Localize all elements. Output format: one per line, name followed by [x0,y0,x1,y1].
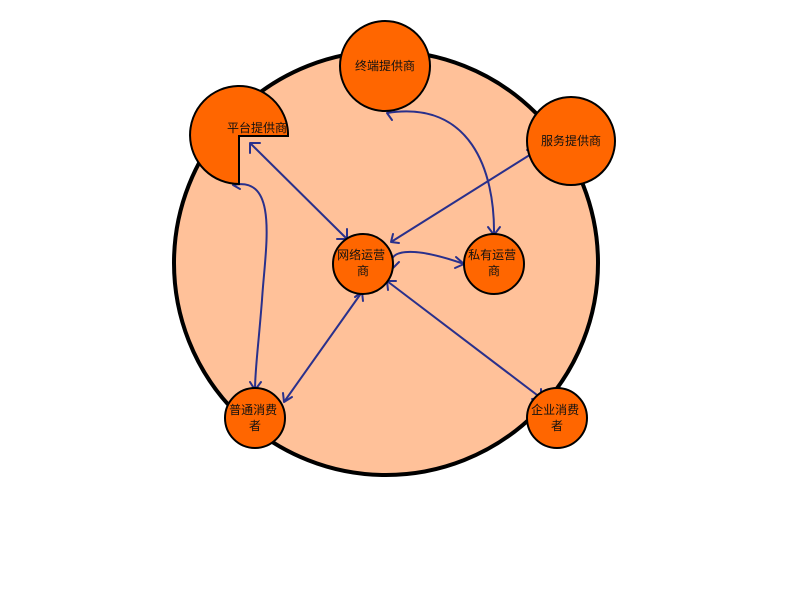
edge-platform-consumer [232,183,268,391]
node-service-label: 服务提供商 [541,133,601,148]
svg-text:平台提供商: 平台提供商 [227,120,287,135]
svg-text:网络运营 商: 网络运营 商 [337,247,389,278]
node-enterprise-circle [526,387,588,449]
node-enterprise-label-2: 者 [551,419,563,433]
node-private: 私有运营 商 [463,233,525,295]
edge-network-enterprise [386,280,542,399]
node-enterprise: 企业消费 者 [526,387,588,449]
node-platform-label: 平台提供商 [227,120,287,135]
node-network-circle [332,233,394,295]
node-consumer-circle [224,387,286,449]
svg-text:企业消费 者: 企业消费 者 [531,402,583,433]
edge-network-consumer [283,291,363,403]
node-network-label-1: 网络运营 [337,247,385,262]
edge-service-network [390,150,537,243]
node-platform-shape [189,85,289,186]
node-consumer-label-1: 普通消费 [229,403,277,417]
arrowhead-platform-2 [249,142,261,154]
node-consumer: 普通消费 者 [224,387,286,449]
node-terminal-circle [339,20,431,112]
node-terminal-label: 终端提供商 [355,58,415,73]
edge-platform-network [249,142,348,240]
node-service: 服务提供商 [526,96,616,186]
svg-text:私有运营 商: 私有运营 商 [468,248,520,278]
node-terminal: 终端提供商 [339,20,431,112]
node-network-label-2: 商 [357,263,369,278]
node-enterprise-label-1: 企业消费 [531,402,579,417]
svg-text:服务提供商: 服务提供商 [541,133,601,148]
node-consumer-label-2: 者 [249,419,261,433]
node-platform: 平台提供商 [189,85,289,186]
arrowhead-network-2 [390,233,400,244]
node-private-circle [463,233,525,295]
arrowhead-consumer-right [282,392,293,403]
node-network: 网络运营 商 [332,233,394,295]
edge-terminal-private [386,110,496,236]
svg-text:普通消费 者: 普通消费 者 [229,403,281,433]
node-service-circle [526,96,616,186]
node-private-label-1: 私有运营 [468,248,516,262]
svg-text:终端提供商: 终端提供商 [355,58,415,73]
node-private-label-2: 商 [488,263,500,278]
